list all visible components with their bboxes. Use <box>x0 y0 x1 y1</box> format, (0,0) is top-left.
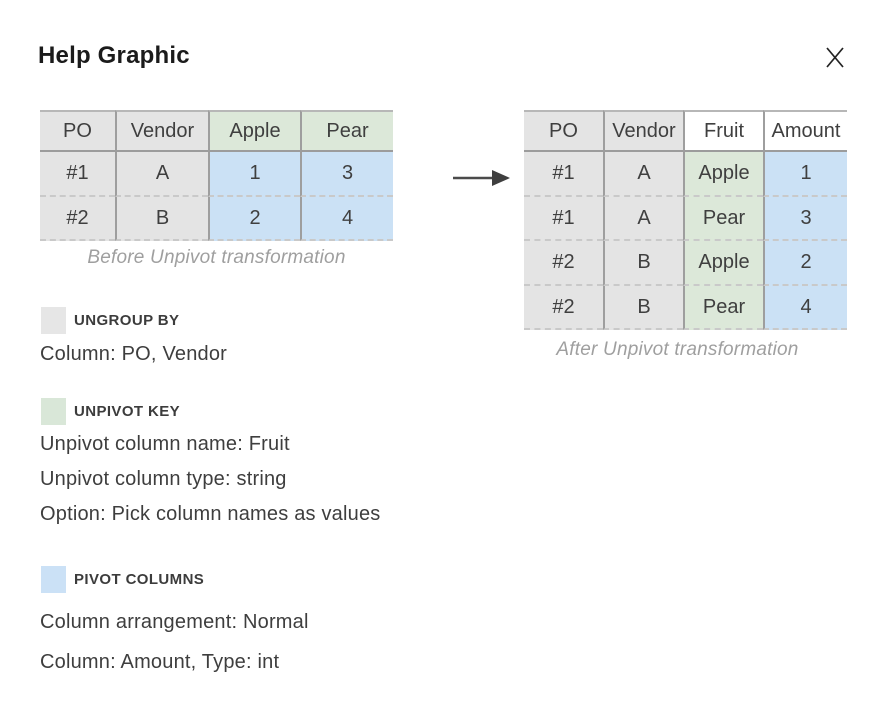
legend-label: PIVOT COLUMNS <box>74 571 205 588</box>
table-cell: Apple <box>683 152 763 197</box>
table-cell: 1 <box>763 152 847 197</box>
table-cell: #1 <box>524 152 603 197</box>
table-header-cell: Vendor <box>115 110 208 152</box>
table-cell: 3 <box>763 197 847 241</box>
table-cell: B <box>603 286 683 330</box>
legend-line: Unpivot column name: Fruit <box>40 433 290 455</box>
legend-line: Column arrangement: Normal <box>40 611 309 633</box>
table-cell: Pear <box>683 286 763 330</box>
before-table: PO Vendor Apple Pear #1 A 1 3 #2 B 2 4 <box>40 110 393 241</box>
ungroup-by-swatch <box>41 307 66 334</box>
unpivot-key-swatch <box>41 398 66 425</box>
legend-ungroup-by: UNGROUP BY <box>41 307 179 334</box>
legend-unpivot-key: UNPIVOT KEY <box>41 398 180 425</box>
legend-line: Unpivot column type: string <box>40 468 287 490</box>
table-header-cell: Amount <box>763 110 847 152</box>
table-header-cell: Apple <box>208 110 300 152</box>
table-cell: #2 <box>40 197 115 241</box>
table-cell: #1 <box>40 152 115 197</box>
table-header-cell: PO <box>40 110 115 152</box>
table-cell: #2 <box>524 286 603 330</box>
table-cell: 3 <box>300 152 393 197</box>
legend-label: UNPIVOT KEY <box>74 403 181 420</box>
table-header-cell: Pear <box>300 110 393 152</box>
table-cell: 4 <box>300 197 393 241</box>
table-cell: B <box>115 197 208 241</box>
after-table: PO Vendor Fruit Amount #1 A Apple 1 #1 A… <box>524 110 847 330</box>
legend-line: Column: Amount, Type: int <box>40 651 280 673</box>
legend-line: Column: PO, Vendor <box>40 343 228 365</box>
pivot-columns-swatch <box>41 566 66 593</box>
arrow-right-icon <box>452 167 512 189</box>
table-header-cell: Vendor <box>603 110 683 152</box>
dialog-title: Help Graphic <box>38 42 190 69</box>
table-cell: A <box>115 152 208 197</box>
table-cell: A <box>603 197 683 241</box>
table-cell: #2 <box>524 241 603 286</box>
table-cell: #1 <box>524 197 603 241</box>
legend-pivot-columns: PIVOT COLUMNS <box>41 566 204 593</box>
table-cell: A <box>603 152 683 197</box>
table-cell: Pear <box>683 197 763 241</box>
before-table-caption: Before Unpivot transformation <box>87 247 346 268</box>
table-cell: B <box>603 241 683 286</box>
table-cell: Apple <box>683 241 763 286</box>
table-cell: 1 <box>208 152 300 197</box>
table-header-cell: PO <box>524 110 603 152</box>
table-header-cell: Fruit <box>683 110 763 152</box>
close-button[interactable] <box>818 40 852 74</box>
legend-line: Option: Pick column names as values <box>40 503 381 525</box>
table-cell: 2 <box>208 197 300 241</box>
table-cell: 2 <box>763 241 847 286</box>
legend-label: UNGROUP BY <box>74 312 180 329</box>
close-icon <box>824 46 846 68</box>
table-cell: 4 <box>763 286 847 330</box>
after-table-caption: After Unpivot transformation <box>556 339 799 360</box>
